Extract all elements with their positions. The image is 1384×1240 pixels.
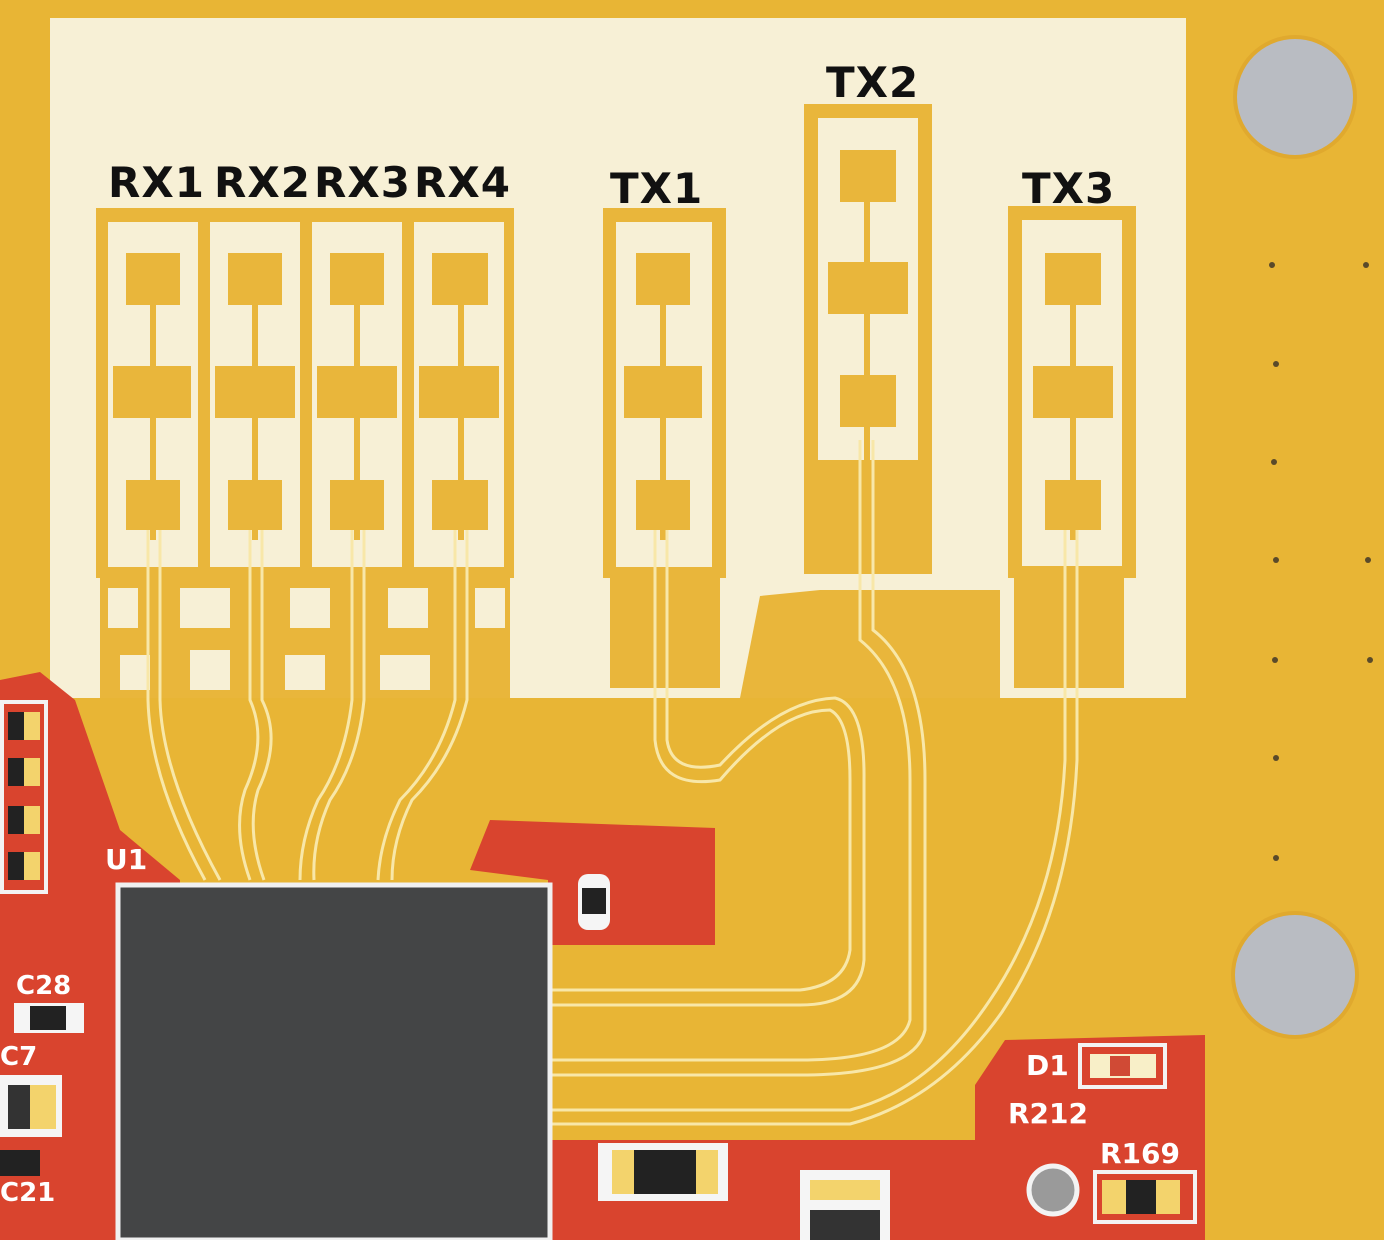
rx3-label: RX3: [314, 158, 411, 207]
d1-silk: D1: [1026, 1049, 1069, 1082]
c7-silk: C7: [0, 1042, 38, 1072]
rx2-label: RX2: [214, 158, 311, 207]
tx3-label: TX3: [1022, 164, 1116, 213]
tx1-label: TX1: [610, 164, 704, 213]
c28-silk: C28: [16, 971, 72, 1001]
vias: [1269, 262, 1373, 861]
c21-silk: C21: [0, 1178, 56, 1208]
c3-component: [578, 874, 610, 930]
tx3-antenna: [1008, 206, 1136, 688]
u1-chip: [115, 882, 553, 1240]
mounting-hole-top: [1233, 35, 1357, 159]
rx4-label: RX4: [414, 158, 511, 207]
bottom-components: [598, 1043, 1197, 1240]
left-components: [0, 700, 84, 1176]
rx1-label: RX1: [108, 158, 205, 207]
mounting-hole-bottom: [1231, 911, 1359, 1039]
rx-feed-traces: [146, 530, 469, 881]
u1-silk: U1: [105, 843, 148, 876]
r212-silk: R212: [1008, 1097, 1089, 1130]
tx2-antenna: [804, 104, 932, 574]
tx1-antenna: [603, 208, 726, 688]
rx-antenna-array: [96, 208, 514, 698]
tx-feed-traces: [548, 440, 1079, 1126]
tx2-label: TX2: [826, 58, 920, 107]
r169-silk: R169: [1100, 1137, 1181, 1170]
